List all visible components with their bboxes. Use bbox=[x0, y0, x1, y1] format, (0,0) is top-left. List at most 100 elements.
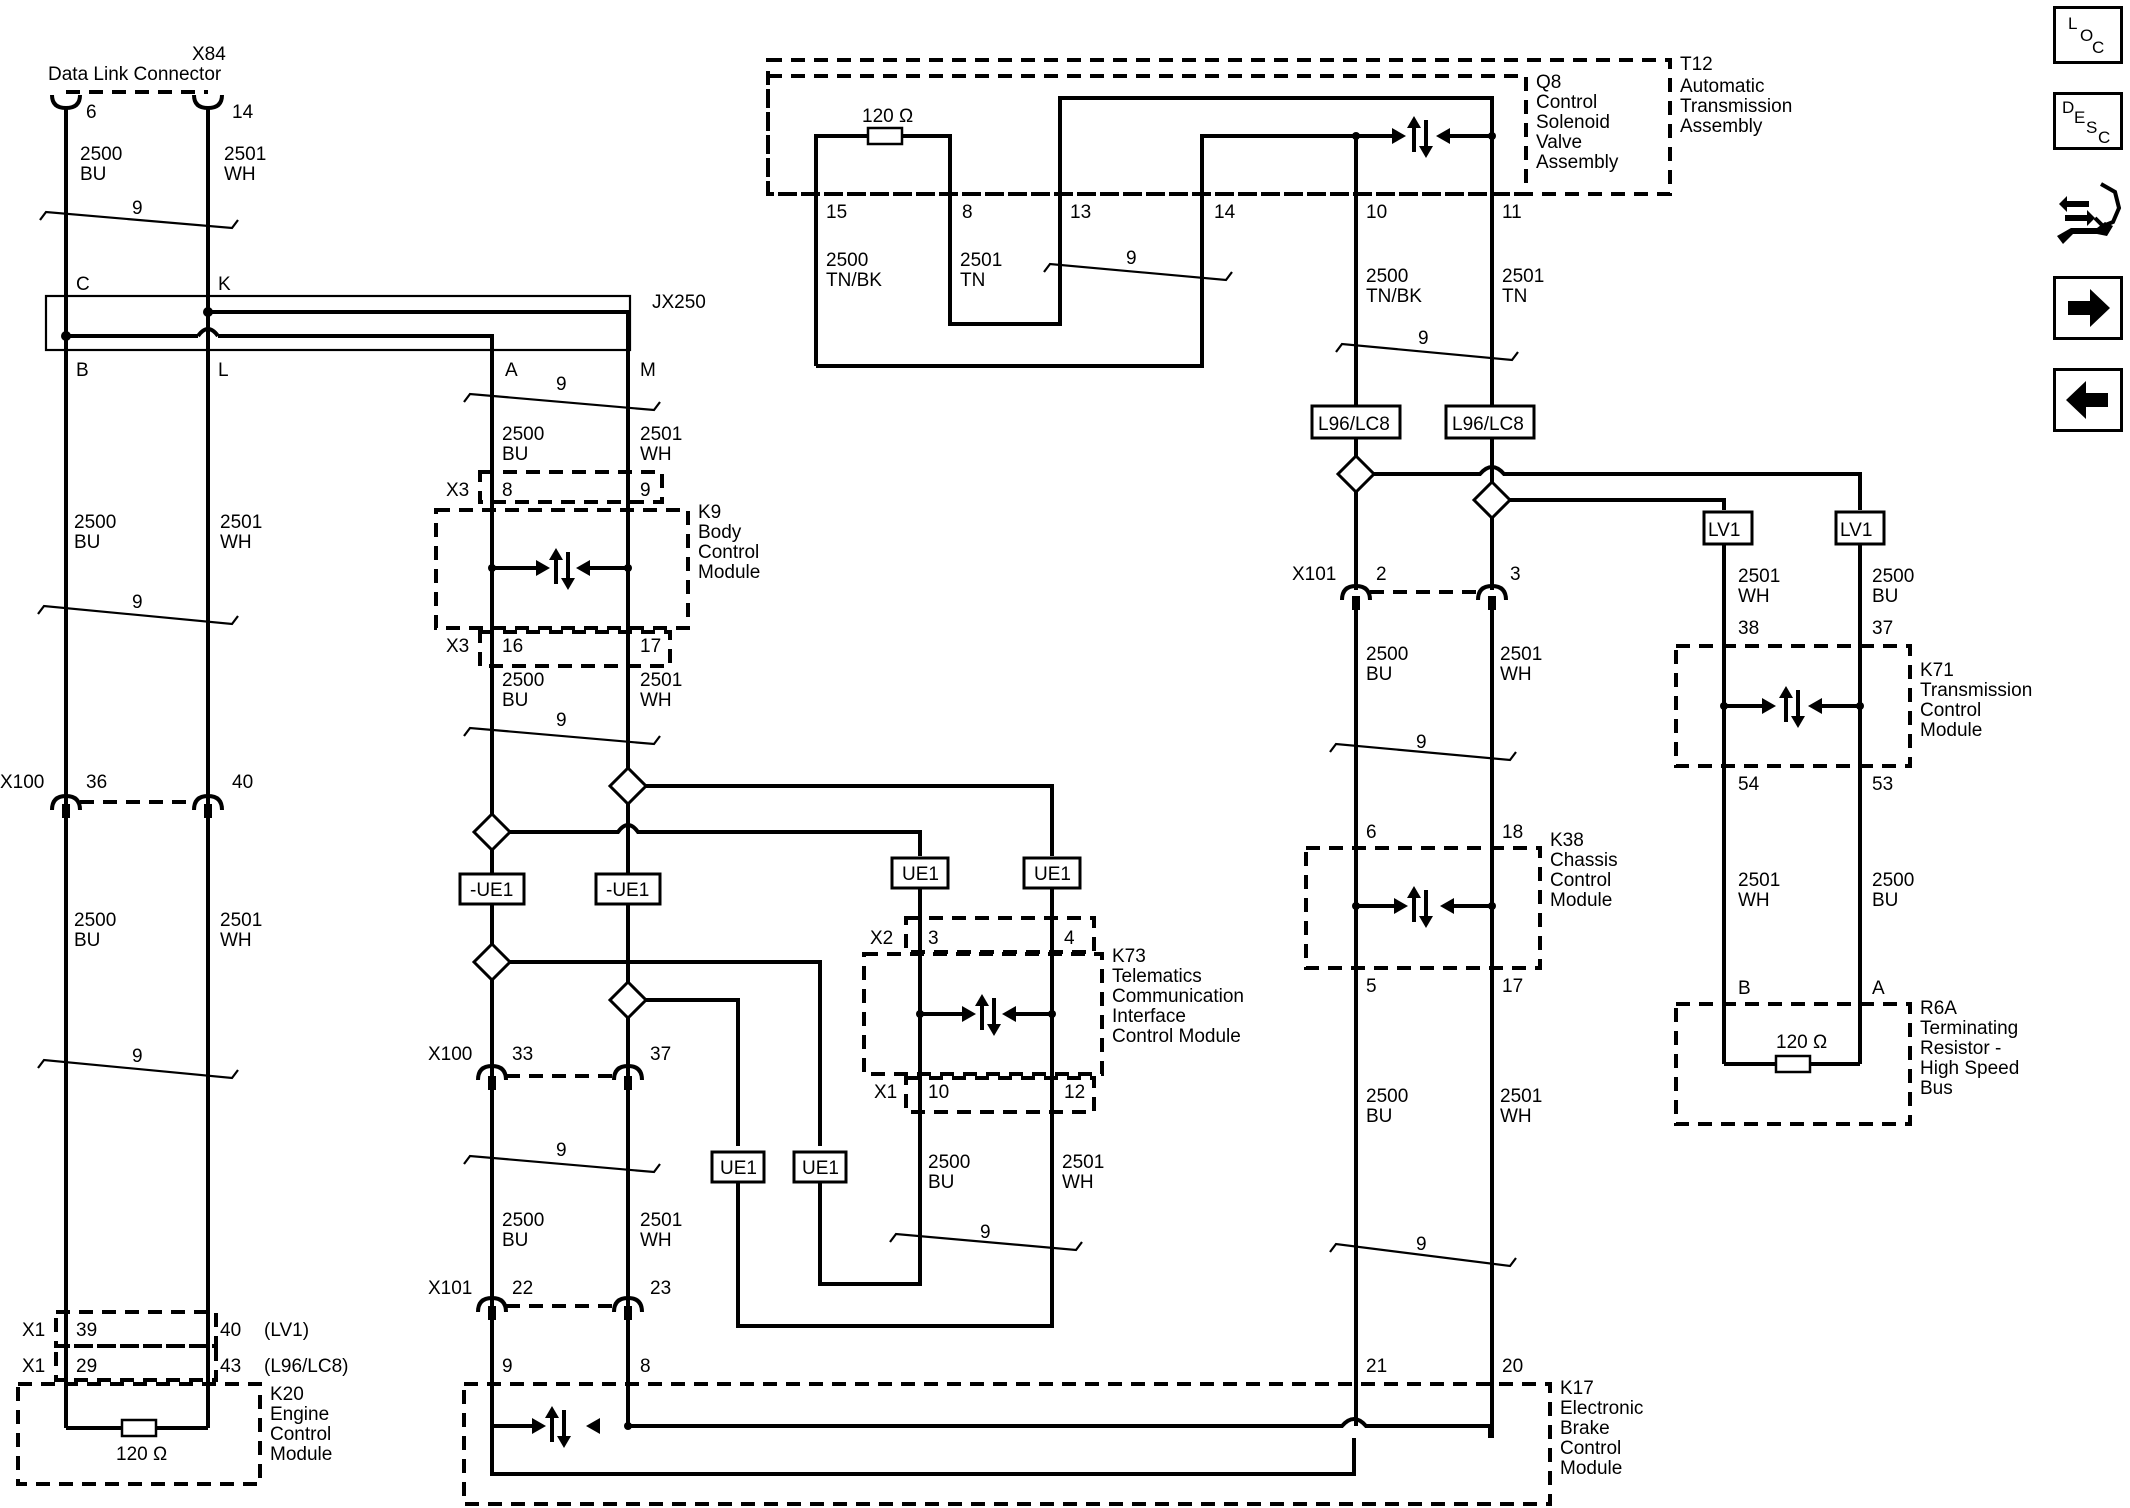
pin-label: 21 bbox=[1366, 1356, 1387, 1377]
wire-label: WH bbox=[220, 930, 252, 951]
module-name: Control bbox=[1536, 92, 1597, 113]
wire-label: TN bbox=[1502, 286, 1527, 307]
pin-label: 40 bbox=[232, 772, 253, 793]
wire-label: 2501 bbox=[1062, 1152, 1104, 1173]
module-name: Control bbox=[1920, 700, 1981, 721]
pin-label: 10 bbox=[1366, 202, 1387, 223]
wire-label: BU bbox=[74, 532, 100, 553]
pin-label: A bbox=[1872, 978, 1885, 999]
pin-label: 11 bbox=[1502, 202, 1522, 223]
wire-label: 2500 bbox=[80, 144, 122, 165]
pin-label: 5 bbox=[1366, 976, 1377, 997]
pin-label: 6 bbox=[1366, 822, 1377, 843]
pin-label: 9 bbox=[502, 1356, 513, 1377]
wire-label: TN bbox=[960, 270, 985, 291]
module-id: K9 bbox=[698, 502, 721, 523]
wire-label: WH bbox=[640, 690, 672, 711]
pin-label: A bbox=[505, 360, 518, 381]
twist-label: 9 bbox=[132, 592, 143, 613]
pin-label: 8 bbox=[962, 202, 973, 223]
transceiver-icon bbox=[492, 1406, 632, 1448]
wire-label: 2500 bbox=[74, 512, 116, 533]
arrow-right-icon bbox=[2068, 289, 2110, 327]
wire-label: 2501 bbox=[220, 512, 262, 533]
module-id: K38 bbox=[1550, 830, 1584, 851]
pin-label: 20 bbox=[1502, 1356, 1523, 1377]
pin-label: 29 bbox=[76, 1356, 97, 1377]
wire-label: BU bbox=[1872, 890, 1898, 911]
module-name: High Speed bbox=[1920, 1058, 2019, 1079]
option-label: UE1 bbox=[802, 1158, 839, 1179]
module-id: K71 bbox=[1920, 660, 1954, 681]
ue1-option-network: -UE1 -UE1 UE1 UE1 UE1 UE1 bbox=[458, 765, 1082, 1328]
connector-tool-button[interactable] bbox=[2053, 174, 2123, 258]
wire-label: 2500 bbox=[826, 250, 868, 271]
option-label: UE1 bbox=[1034, 864, 1071, 885]
resistor-icon bbox=[1774, 1054, 1812, 1074]
connector-label: X100 bbox=[428, 1044, 472, 1065]
transceiver-icon bbox=[1352, 116, 1496, 158]
pin-label: 2 bbox=[1376, 564, 1387, 585]
pin-label: 14 bbox=[1214, 202, 1236, 223]
twist-label: 9 bbox=[556, 374, 567, 395]
loc-glyph: O bbox=[2080, 26, 2093, 45]
wire-label: WH bbox=[1500, 664, 1532, 685]
desc-glyph: D bbox=[2062, 98, 2074, 117]
transceiver-icon bbox=[1720, 686, 1864, 728]
wire-label: 2501 bbox=[224, 144, 266, 165]
option-label: (LV1) bbox=[264, 1320, 309, 1341]
module-name: Module bbox=[1560, 1458, 1622, 1479]
left-bus-lower: 2500 BU 2501 WH 9 X100 36 40 2500 BU 250… bbox=[0, 512, 262, 1080]
pin-label: 12 bbox=[1064, 1082, 1085, 1103]
wire-label: 2500 bbox=[928, 1152, 970, 1173]
wire-label: WH bbox=[640, 444, 672, 465]
wire-label: BU bbox=[928, 1172, 954, 1193]
desc-glyph: C bbox=[2098, 128, 2110, 147]
module-name: Assembly bbox=[1680, 116, 1763, 137]
wire-label: WH bbox=[224, 164, 256, 185]
wire-label: WH bbox=[1062, 1172, 1094, 1193]
wire-label: 2501 bbox=[1502, 266, 1544, 287]
wire-label: 2500 bbox=[1366, 266, 1408, 287]
wire-label: 2501 bbox=[1500, 1086, 1542, 1107]
wire-label: 2501 bbox=[640, 1210, 682, 1231]
wire-label: 2501 bbox=[960, 250, 1002, 271]
pin-label: 37 bbox=[1872, 618, 1893, 639]
module-id: K20 bbox=[270, 1384, 304, 1405]
pin-label: 36 bbox=[86, 772, 107, 793]
twist-label: 9 bbox=[556, 1140, 567, 1161]
pin-label: 54 bbox=[1738, 774, 1760, 795]
module-id: K73 bbox=[1112, 946, 1146, 967]
module-name: Module bbox=[270, 1444, 332, 1465]
twist-label: 9 bbox=[1416, 1234, 1427, 1255]
description-button[interactable]: D E S C bbox=[2053, 92, 2123, 150]
resistor-icon bbox=[120, 1418, 158, 1438]
location-button[interactable]: L O C bbox=[2053, 6, 2123, 64]
pin-label: 4 bbox=[1064, 928, 1075, 949]
option-label: UE1 bbox=[902, 864, 939, 885]
t12-transmission-assembly: T12 Automatic Transmission Assembly Q8 C… bbox=[766, 54, 1792, 430]
resistor-icon bbox=[866, 126, 904, 146]
k73-telematics-module: X2 3 4 K73 Telematics Communication Inte… bbox=[862, 916, 1244, 1252]
connector-label: X1 bbox=[874, 1082, 897, 1103]
wire-label: WH bbox=[1500, 1106, 1532, 1127]
pin-label: 38 bbox=[1738, 618, 1759, 639]
pin-label: 15 bbox=[826, 202, 847, 223]
twist-label: 9 bbox=[1416, 732, 1427, 753]
wire-label: 2500 bbox=[1366, 644, 1408, 665]
connector-label: X1 bbox=[22, 1320, 45, 1341]
module-name: Engine bbox=[270, 1404, 329, 1425]
middle-bus-connectors: X100 33 37 9 2500 BU 2501 WH X101 22 23 bbox=[428, 1044, 682, 1320]
wire-label: BU bbox=[1366, 664, 1392, 685]
module-name: Bus bbox=[1920, 1078, 1953, 1099]
pin-label: 8 bbox=[502, 480, 513, 501]
pin-label: 16 bbox=[502, 636, 523, 657]
previous-page-button[interactable] bbox=[2053, 368, 2123, 432]
resistor-value: 120 Ω bbox=[116, 1444, 167, 1465]
wire-label: WH bbox=[640, 1230, 672, 1251]
connector-label: X1 bbox=[22, 1356, 45, 1377]
next-page-button[interactable] bbox=[2053, 276, 2123, 340]
wire-label: BU bbox=[502, 1230, 528, 1251]
option-label: -UE1 bbox=[470, 880, 513, 901]
jx250-splice: C K B L A M JX250 bbox=[44, 274, 706, 1428]
